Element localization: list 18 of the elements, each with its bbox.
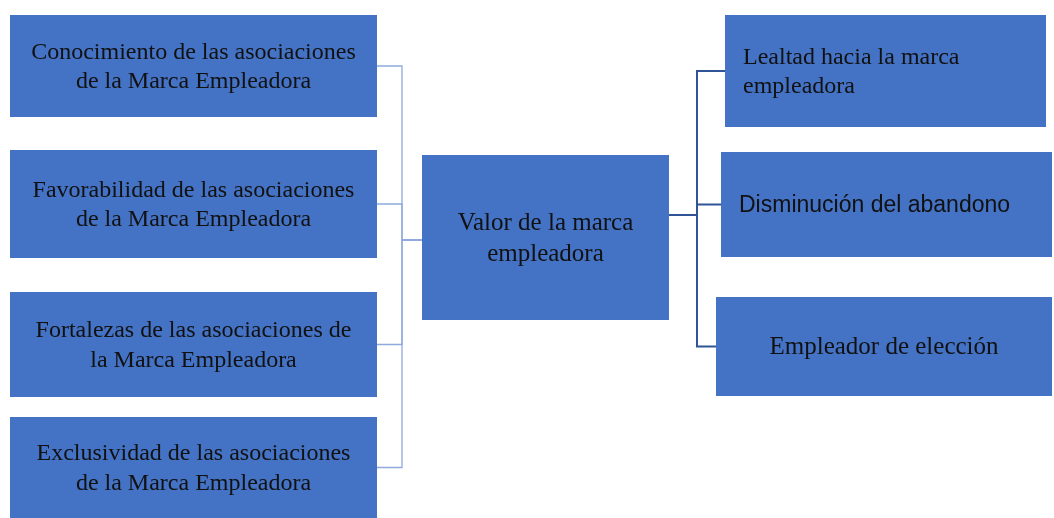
connector-line <box>376 239 423 469</box>
box-label: Empleador de elección <box>769 331 999 362</box>
box-label: Favorabilidad de las asociaciones de la Marca Empleadora <box>31 174 356 233</box>
concept-box <box>725 15 1046 127</box>
central-box <box>422 155 669 320</box>
concept-box <box>721 152 1052 257</box>
concept-box <box>10 150 377 258</box>
box-label: Exclusividad de las asociaciones de la Marca Empleadora <box>35 438 352 497</box>
concept-box <box>10 417 377 518</box>
box-label: Fortalezas de las asociaciones de la Marca Empleadora <box>34 315 353 374</box>
concept-box <box>10 15 377 117</box>
connector-line <box>668 214 717 348</box>
box-label: Valor de la marca empleadora <box>456 207 635 268</box>
concept-box <box>10 292 377 397</box>
box-label: Lealtad hacia la marca empleadora <box>743 41 961 100</box>
box-label: Disminución del abandono <box>739 190 1011 219</box>
box-label: Conocimiento de las asociaciones de la Marca Empleadora <box>30 36 357 95</box>
concept-box <box>716 297 1052 396</box>
